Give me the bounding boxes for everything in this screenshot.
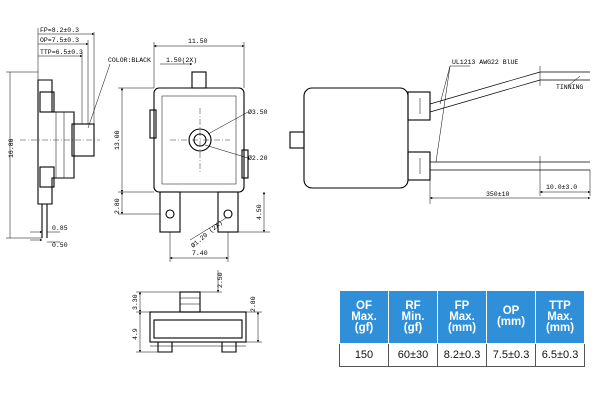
wired-view: UL1213 AWG22 BlUE TINNING 10.0±3.0 350±1… [289,59,591,204]
hole-3-50: Ø3.50 [248,108,268,116]
height-13-00: 13.00 [114,130,121,150]
ttp-dimension: TTP=6.5±0.3 [40,49,83,56]
header-fp: FP Max. (mm) [437,290,487,344]
width-7-40: 7.40 [192,250,208,257]
width-0-85: 0.85 [52,225,68,232]
value-of: 150 [339,343,389,367]
side-2-50: 2.50 [217,272,224,288]
header-ttp: TTP Max. (mm) [535,290,585,344]
spec-table-value-row: 150 60±30 8.2±0.3 7.5±0.3 6.5±0.3 [339,343,585,367]
header-rf: RF Min. (gf) [388,290,438,344]
spec-table-header-row: OF Max. (gf) RF Min. (gf) FP Max. (mm) O… [339,290,585,344]
wired-view-terminal-bottom [407,151,431,181]
header-op: OP (mm) [486,290,536,344]
bottom-side-view: 2.50 3.30 4.9 2.80 [132,270,262,353]
color-note: COLOR:BLACK [108,57,151,64]
side-3-30: 3.30 [132,294,139,310]
strip-length: 10.0±3.0 [546,184,577,191]
side-view-tab-top [39,91,55,113]
offset-2-80: 2.80 [114,198,121,214]
value-rf: 60±30 [388,343,438,367]
value-fp: 8.2±0.3 [437,343,487,367]
header-of: OF Max. (gf) [339,290,389,344]
tinning-note: TINNING [556,84,583,91]
front-view: 11.50 1.50(2X) 13.00 Ø3.50 Ø2.20 2.80 4.… [114,38,270,262]
bottom-view-plunger [179,291,201,313]
height-16-80: 16.80 [8,138,15,158]
value-ttp: 6.5±0.3 [535,343,585,367]
front-view-top-pin [191,71,207,89]
side-4-9: 4.9 [132,328,139,340]
value-op: 7.5±0.3 [486,343,536,367]
hole-1-20: Ø1.20 (2X) [189,218,224,249]
width-0-50: 0.50 [52,242,68,249]
hole-2-20: Ø2.20 [248,154,268,162]
wire-spec: UL1213 AWG22 BlUE [452,59,518,66]
front-view-clip-right [241,149,249,179]
op-dimension: OP=7.5±0.3 [40,37,79,44]
front-view-terminal-left [159,191,181,233]
pitch-1-50: 1.50(2X) [166,57,197,64]
fp-dimension: FP=8.2±0.3 [40,27,79,34]
side-2-80: 2.80 [250,296,257,312]
side-view-left: FP=8.2±0.3 OP=7.5±0.3 TTP=6.5±0.3 COLOR:… [6,27,151,249]
width-11-50: 11.50 [188,38,208,45]
cable-length: 350±10 [486,191,510,198]
wired-view-terminal-top [407,91,431,121]
side-view-tab-bottom [39,166,55,188]
offset-4-50: 4.50 [256,204,263,220]
spec-table: OF Max. (gf) RF Min. (gf) FP Max. (mm) O… [339,290,585,367]
front-view-clip-left [149,109,157,139]
